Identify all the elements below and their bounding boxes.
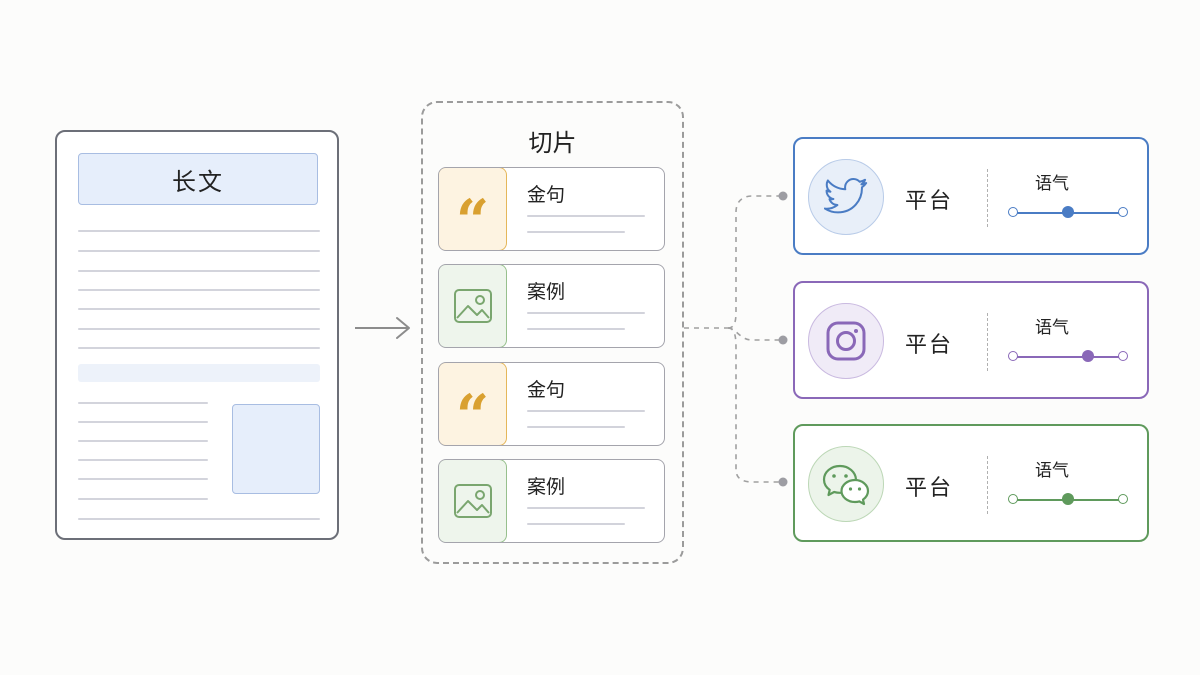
- tone-slider-min: [1008, 351, 1018, 361]
- text-line: [78, 498, 208, 500]
- tone-slider[interactable]: [1008, 350, 1128, 362]
- tone-label: 语气: [1035, 461, 1069, 481]
- tone-slider-max: [1118, 494, 1128, 504]
- document-title: 长文: [78, 153, 318, 205]
- fanout-connector: [684, 195, 780, 483]
- tone-slider[interactable]: [1008, 493, 1128, 505]
- slices-container: 切片 “ 金句 案例 “ 金句: [421, 101, 684, 564]
- platform-card-twitter[interactable]: 平台 语气: [793, 137, 1149, 255]
- text-line: [527, 312, 645, 314]
- text-line: [78, 440, 208, 442]
- text-line: [78, 230, 320, 232]
- instagram-icon: [808, 303, 884, 379]
- text-line: [527, 410, 645, 412]
- slice-card-label: 案例: [527, 476, 566, 498]
- text-line: [78, 402, 208, 404]
- tone-slider-min: [1008, 494, 1018, 504]
- tone-slider-max: [1118, 351, 1128, 361]
- text-line: [527, 328, 625, 330]
- tone-label: 语气: [1035, 318, 1069, 338]
- text-line: [78, 289, 320, 291]
- slice-card-quote[interactable]: “ 金句: [438, 167, 665, 251]
- tone-slider-min: [1008, 207, 1018, 217]
- tone-slider-knob[interactable]: [1062, 493, 1074, 505]
- text-line: [527, 523, 625, 525]
- text-line: [78, 459, 208, 461]
- slice-card-case[interactable]: 案例: [438, 264, 665, 348]
- text-line: [78, 421, 208, 423]
- image-icon: [439, 460, 507, 542]
- text-line: [527, 426, 625, 428]
- text-line: [78, 347, 320, 349]
- text-line: [78, 270, 320, 272]
- twitter-bird-icon: [808, 159, 884, 235]
- arrow-doc-to-slices: [355, 317, 410, 339]
- text-line: [78, 478, 208, 480]
- text-line: [527, 231, 625, 233]
- slices-title: 切片: [528, 129, 577, 157]
- quote-icon: “: [439, 363, 507, 445]
- divider: [987, 456, 988, 514]
- connector-dot: [778, 335, 788, 345]
- text-line: [527, 507, 645, 509]
- platform-card-wechat[interactable]: 平台 语气: [793, 424, 1149, 542]
- tone-slider[interactable]: [1008, 206, 1128, 218]
- tone-slider-knob[interactable]: [1062, 206, 1074, 218]
- slice-card-case[interactable]: 案例: [438, 459, 665, 543]
- connector-dot: [778, 477, 788, 487]
- tone-label: 语气: [1035, 174, 1069, 194]
- slice-card-label: 金句: [527, 184, 566, 206]
- divider: [987, 169, 988, 227]
- slice-card-quote[interactable]: “ 金句: [438, 362, 665, 446]
- image-icon: [439, 265, 507, 347]
- platform-label: 平台: [905, 476, 954, 501]
- divider: [987, 313, 988, 371]
- highlighted-paragraph: [78, 364, 320, 382]
- platform-card-instagram[interactable]: 平台 语气: [793, 281, 1149, 399]
- long-article-document: 长文: [55, 130, 339, 540]
- text-line: [527, 215, 645, 217]
- text-line: [78, 250, 320, 252]
- document-image-placeholder: [232, 404, 320, 494]
- slice-card-label: 金句: [527, 379, 566, 401]
- platform-label: 平台: [905, 189, 954, 214]
- text-line: [78, 328, 320, 330]
- text-line: [78, 518, 320, 520]
- text-line: [78, 308, 320, 310]
- wechat-icon: [808, 446, 884, 522]
- tone-slider-max: [1118, 207, 1128, 217]
- tone-slider-knob[interactable]: [1081, 350, 1094, 362]
- connector-dot: [778, 191, 788, 201]
- slice-card-label: 案例: [527, 281, 566, 303]
- platform-label: 平台: [905, 333, 954, 358]
- quote-icon: “: [439, 168, 507, 250]
